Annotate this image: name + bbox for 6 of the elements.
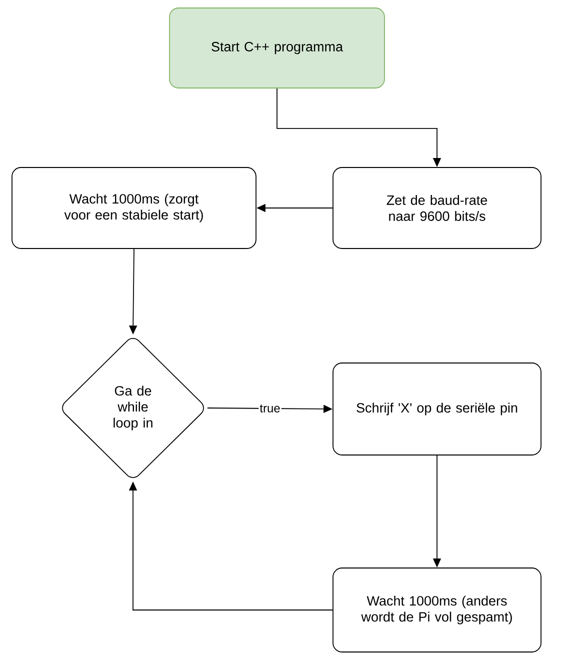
start-box: Start C++ programma xyxy=(169,8,385,88)
process-box: Zet de baud-rate naar 9600 bits/s xyxy=(332,167,542,249)
process-box: Schrijf 'X' op de seriële pin xyxy=(332,362,542,456)
process-box: Wacht 1000ms (zorgt voor een stabiele start) xyxy=(12,167,256,249)
process-box: Wacht 1000ms (anders wordt de Pi vol gespamt) xyxy=(332,568,542,652)
edge-label: true xyxy=(258,404,282,414)
